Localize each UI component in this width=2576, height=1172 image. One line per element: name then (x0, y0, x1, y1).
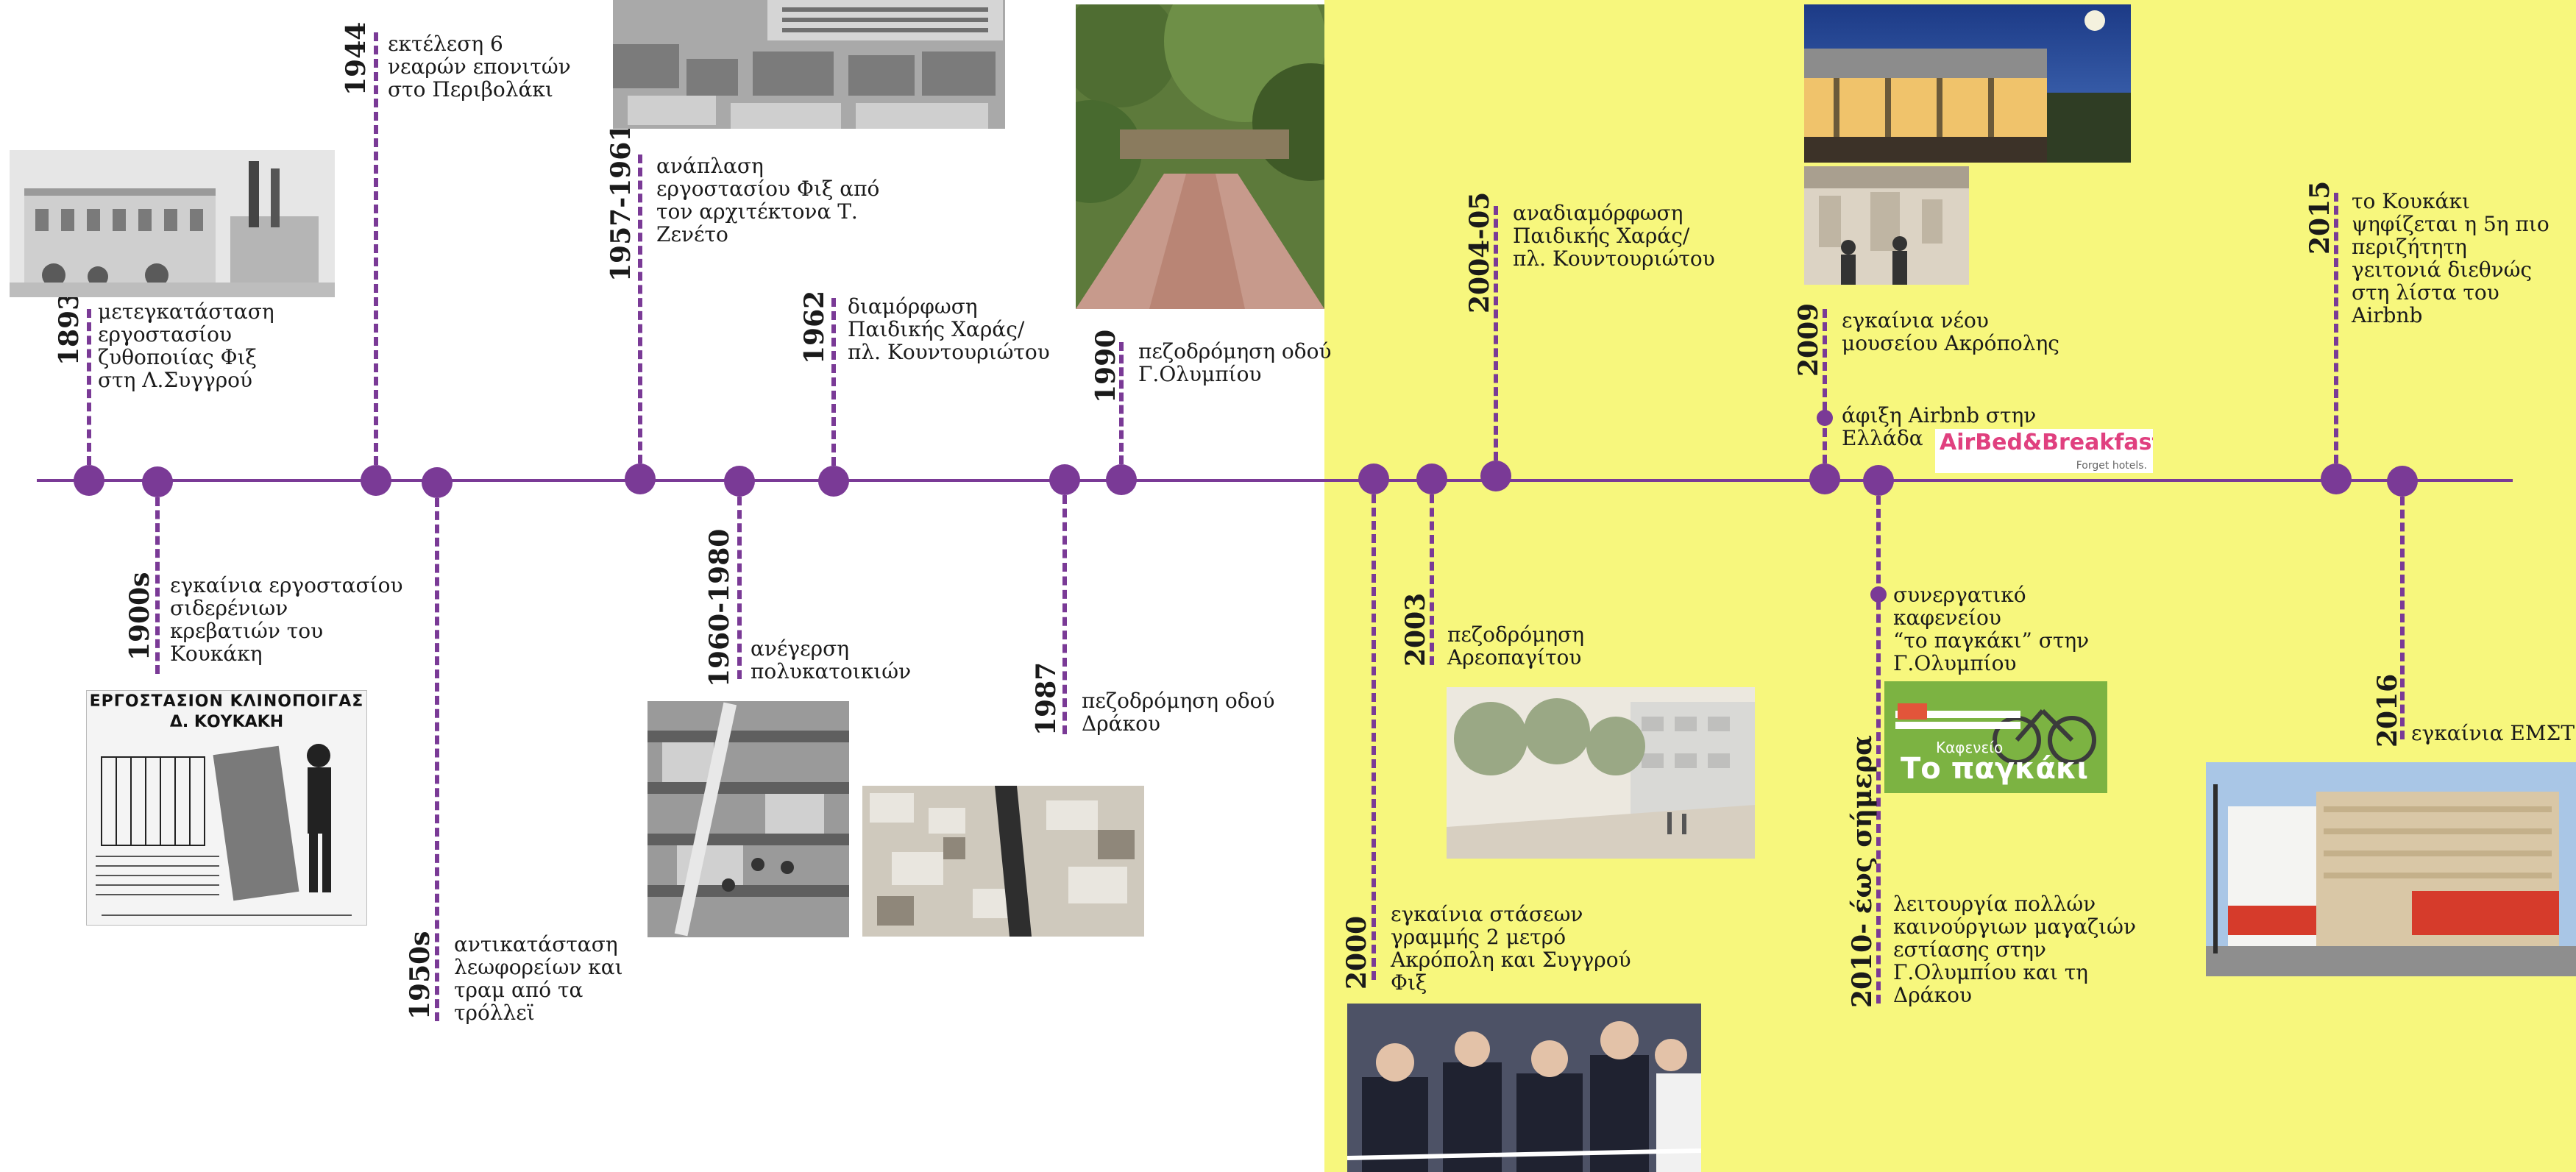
metro-inauguration-photo (1347, 1004, 1701, 1172)
fix-factory-aerial-photo (613, 0, 1005, 129)
stem-2004 (1494, 206, 1498, 461)
stem-1990 (1119, 342, 1124, 464)
timeline-node-2004 (1480, 461, 1511, 491)
year-label-2015: 2015 (2304, 180, 2335, 255)
timeline-node-1900 (142, 466, 173, 497)
pagkaki-logo-big: Το παγκάκι (1901, 752, 2088, 786)
areopagitou-rendering (1447, 687, 1755, 859)
emst-museum-photo (2206, 762, 2576, 976)
year-label-1960: 1960-1980 (704, 528, 735, 687)
pagkaki-cafe-logo: Καφενείο Το παγκάκι (1884, 681, 2107, 793)
year-label-1990: 1990 (1090, 329, 1121, 403)
timeline-node-2010 (1863, 465, 1894, 496)
timeline-node-2016 (2387, 466, 2418, 497)
stem-1960 (737, 497, 742, 679)
city-aerial-photo (862, 786, 1144, 937)
timeline-node-1987 (1049, 464, 1080, 495)
stem-1893 (87, 309, 91, 465)
stem-2015 (2334, 193, 2338, 464)
timeline-node-2015 (2321, 464, 2352, 494)
timeline-axis (37, 479, 2513, 482)
year-label-1944: 1944 (341, 21, 372, 96)
year-label-1893: 1893 (54, 291, 85, 366)
event-text-2010-shops: λειτουργία πολλών καινούργιων μαγαζιών ε… (1893, 892, 2136, 1007)
year-label-2003: 2003 (1400, 592, 1431, 667)
event-text-1957: ανάπλαση εργοστασίου Φιξ από τον αρχιτέκ… (656, 154, 880, 246)
year-label-2009: 2009 (1793, 302, 1824, 377)
stem-2016 (2400, 497, 2405, 739)
stem-2003 (1430, 494, 1434, 665)
timeline-node-2009 (1809, 464, 1840, 494)
timeline-node-1962 (818, 466, 849, 497)
event-text-2009-airbnb: άφιξη Airbnb στην Ελλάδα (1842, 403, 2037, 450)
stem-2000 (1372, 494, 1376, 980)
event-text-1960: ανέγερση πολυκατοικιών (751, 636, 912, 683)
timeline-node-2003 (1416, 464, 1447, 494)
event-text-1900: εγκαίνια εργοστασίου σιδερένιων κρεβατιώ… (170, 573, 403, 666)
event-text-2015: το Κουκάκι ψηφίζεται η 5η πιο περιζήτητη… (2352, 189, 2550, 327)
airbnb-logo: AirBed&Breakfast Forget hotels. (1935, 429, 2153, 473)
event-text-2003: πεζοδρόμηση Αρεοπαγίτου (1447, 622, 1584, 670)
year-label-2016: 2016 (2372, 673, 2403, 747)
year-label-1900: 1900s (124, 572, 155, 661)
event-text-2004: αναδιαμόρφωση Παιδικής Χαράς/ πλ. Κουντο… (1513, 201, 1715, 271)
stem-1962 (831, 298, 836, 466)
event-text-1962: διαμόρφωση Παιδικής Χαράς/ πλ. Κουντουρι… (848, 294, 1050, 364)
construction-photo (647, 701, 849, 937)
acropolis-museum-interior-photo (1804, 166, 1969, 285)
event-text-1944: εκτέλεση 6 νεαρών επονιτών στο Περιβολάκ… (388, 32, 571, 102)
timeline-node-1944 (361, 465, 391, 496)
year-label-1962: 1962 (799, 290, 830, 364)
stem-2009 (1823, 309, 1827, 464)
year-label-2010: 2010- έως σήμερα (1847, 735, 1878, 1008)
event-text-1893: μετεγκατάσταση εργοστασίου ζυθοποιίας Φι… (98, 299, 274, 392)
airbnb-logo-text: AirBed&Breakfast (1940, 430, 2153, 455)
pedestrian-street-photo (1076, 4, 1324, 309)
stem-2010 (1876, 496, 1881, 1004)
fix-brewery-photo (10, 150, 335, 297)
stem-1987 (1062, 495, 1067, 734)
year-label-1987: 1987 (1031, 661, 1062, 736)
sub-event-dot-pagkaki (1870, 586, 1887, 603)
timeline-node-1957 (625, 464, 656, 494)
poster-subtitle: Δ. ΚΟΥΚΑΚΗ (169, 713, 284, 731)
stem-1957 (638, 155, 642, 464)
timeline-node-2000 (1358, 464, 1389, 494)
airbnb-tagline: Forget hotels. (2076, 460, 2147, 472)
timeline-node-1893 (74, 465, 104, 496)
timeline-node-1950 (422, 467, 453, 498)
sub-event-dot-airbnb (1817, 410, 1833, 426)
year-label-1957: 1957-1961 (606, 123, 636, 282)
event-text-2009: εγκαίνια νέου μουσείου Ακρόπολης (1842, 308, 2059, 355)
event-text-2010-pagkaki: συνεργατικό καφενείου “το παγκάκι” στην … (1893, 583, 2090, 675)
koukakis-bed-factory-poster: ΕΡΓΟΣΤΑΣΙΟΝ ΚΛΙΝΟΠΟΙΓΑΣ Δ. ΚΟΥΚΑΚΗ (86, 690, 367, 926)
timeline-node-1990 (1106, 464, 1137, 495)
stem-1900 (155, 497, 160, 674)
event-text-1990: πεζοδρόμηση οδού Γ.Ολυμπίου (1138, 339, 1332, 386)
year-label-1950: 1950s (405, 931, 436, 1020)
acropolis-museum-exterior-photo (1804, 4, 2131, 163)
event-text-2000: εγκαίνια στάσεων γραμμής 2 μετρό Ακρόπολ… (1391, 902, 1631, 995)
poster-title: ΕΡΓΟΣΤΑΣΙΟΝ ΚΛΙΝΟΠΟΙΓΑΣ (89, 692, 364, 711)
year-label-2004: 2004-05 (1464, 191, 1495, 313)
stem-1944 (374, 32, 378, 465)
stem-1950 (435, 498, 439, 1021)
year-label-2000: 2000 (1341, 915, 1372, 990)
pagkaki-logo-small: Καφενείο (1936, 739, 2004, 756)
event-text-1987: πεζοδρόμηση οδού Δράκου (1082, 689, 1275, 736)
event-text-2016: εγκαίνια ΕΜΣΤ (2411, 721, 2575, 745)
timeline-node-1960 (724, 466, 755, 497)
event-text-1950: αντικατάσταση λεωφορείων και τραμ από τα… (454, 932, 623, 1025)
